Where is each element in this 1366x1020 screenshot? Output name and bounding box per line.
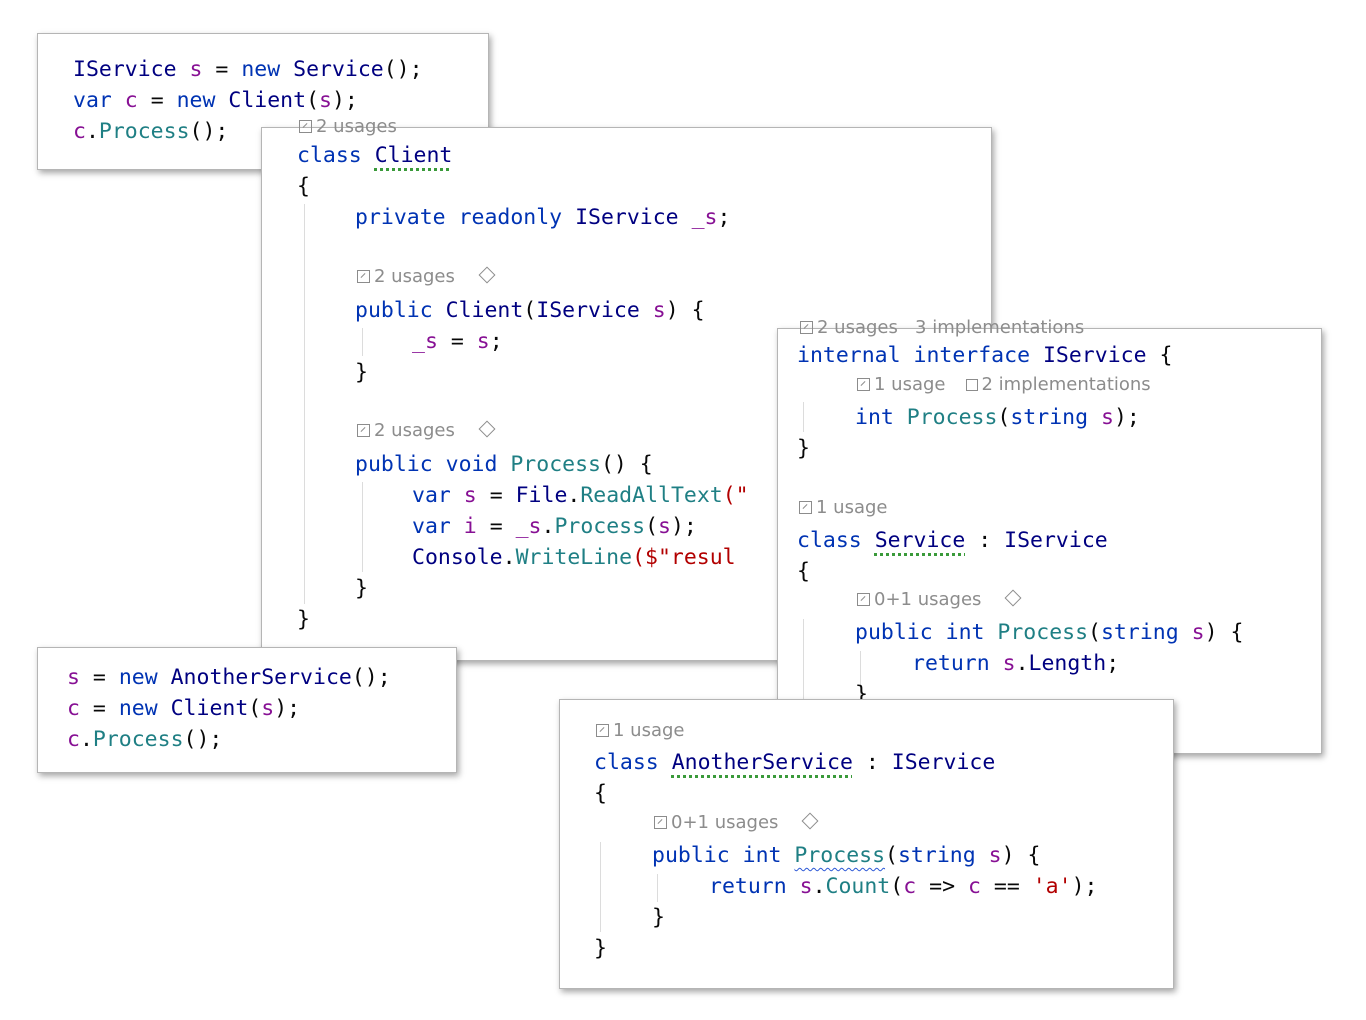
usages-icon <box>654 816 667 829</box>
another-open-brace: { <box>594 781 607 806</box>
process-body-2: var i = _s.Process(s); <box>412 514 697 539</box>
usages-icon <box>357 270 370 283</box>
client-usages-hint[interactable]: 2 usages <box>299 116 397 137</box>
service-usages-hint[interactable]: 1 usage <box>799 497 888 518</box>
usages-icon <box>857 593 870 606</box>
code-line-3: c.Process(); <box>73 119 229 144</box>
diamond-icon[interactable] <box>801 812 819 830</box>
usages-icon <box>800 321 813 334</box>
diamond-icon[interactable] <box>478 420 496 438</box>
code-line-1: s = new AnotherService(); <box>67 665 391 690</box>
field-decl: private readonly IService _s; <box>355 205 731 230</box>
indent-guide <box>803 402 804 432</box>
service-process-body: return s.Length; <box>912 651 1120 676</box>
process-usages-hint[interactable]: 2 usages <box>357 420 496 441</box>
another-process-body: return s.Count(c => c == 'a'); <box>709 874 1098 899</box>
impl-usages-hint[interactable]: 0+1 usages <box>857 589 1022 610</box>
another-class-close: } <box>594 936 607 961</box>
usages-icon <box>596 724 609 737</box>
diamond-icon[interactable] <box>478 266 496 284</box>
indent-guide <box>860 651 861 711</box>
another-process-decl: public int Process(string s) { <box>652 843 1041 868</box>
another-usages-hint[interactable]: 1 usage <box>596 720 685 741</box>
interface-decl: internal interface IService { <box>797 343 1173 368</box>
indent-guide <box>657 874 658 902</box>
code-line-1: IService s = new Service(); <box>73 57 423 82</box>
ctor-decl: public Client(IService s) { <box>355 298 705 323</box>
code-line-2: var c = new Client(s); <box>73 88 358 113</box>
indent-guide <box>304 204 305 604</box>
usages-icon <box>799 501 812 514</box>
indent-guide <box>362 482 363 572</box>
client-class-decl: class Client <box>297 143 453 168</box>
implementations-icon <box>965 379 978 391</box>
interface-usages-hint[interactable]: 2 usages 3 implementations <box>800 317 1084 338</box>
another-service-panel: 1 usage class AnotherService : IService … <box>559 699 1174 989</box>
interface-panel: 2 usages 3 implementations internal inte… <box>777 317 1322 754</box>
usages-icon <box>299 120 312 133</box>
indent-guide <box>803 619 804 719</box>
ctor-close-brace: } <box>355 360 368 385</box>
service-class-decl: class Service : IService <box>797 528 1108 553</box>
open-brace: { <box>297 174 310 199</box>
another-method-hint[interactable]: 0+1 usages <box>654 812 819 833</box>
diamond-icon[interactable] <box>1004 589 1022 607</box>
process-body-1: var s = File.ReadAllText(" <box>412 483 749 508</box>
service-open-brace: { <box>797 559 810 584</box>
interface-close-brace: } <box>797 436 810 461</box>
process-body-3: Console.WriteLine($"resul <box>412 545 736 570</box>
ctor-usages-hint[interactable]: 2 usages <box>357 266 496 287</box>
code-line-2: c = new Client(s); <box>67 696 301 721</box>
snippet-panel-bottom: s = new AnotherService(); c = new Client… <box>37 647 457 773</box>
indent-guide <box>600 842 601 932</box>
ctor-body: _s = s; <box>412 329 503 354</box>
usages-icon <box>357 424 370 437</box>
class-close-brace: } <box>297 607 310 632</box>
interface-method: int Process(string s); <box>855 405 1140 430</box>
code-line-3: c.Process(); <box>67 727 223 752</box>
another-class-decl: class AnotherService : IService <box>594 750 996 775</box>
usages-icon <box>857 378 870 391</box>
service-process-decl: public int Process(string s) { <box>855 620 1244 645</box>
process-close-brace: } <box>355 576 368 601</box>
process-decl: public void Process() { <box>355 452 653 477</box>
another-process-close: } <box>652 905 665 930</box>
indent-guide <box>362 328 363 356</box>
